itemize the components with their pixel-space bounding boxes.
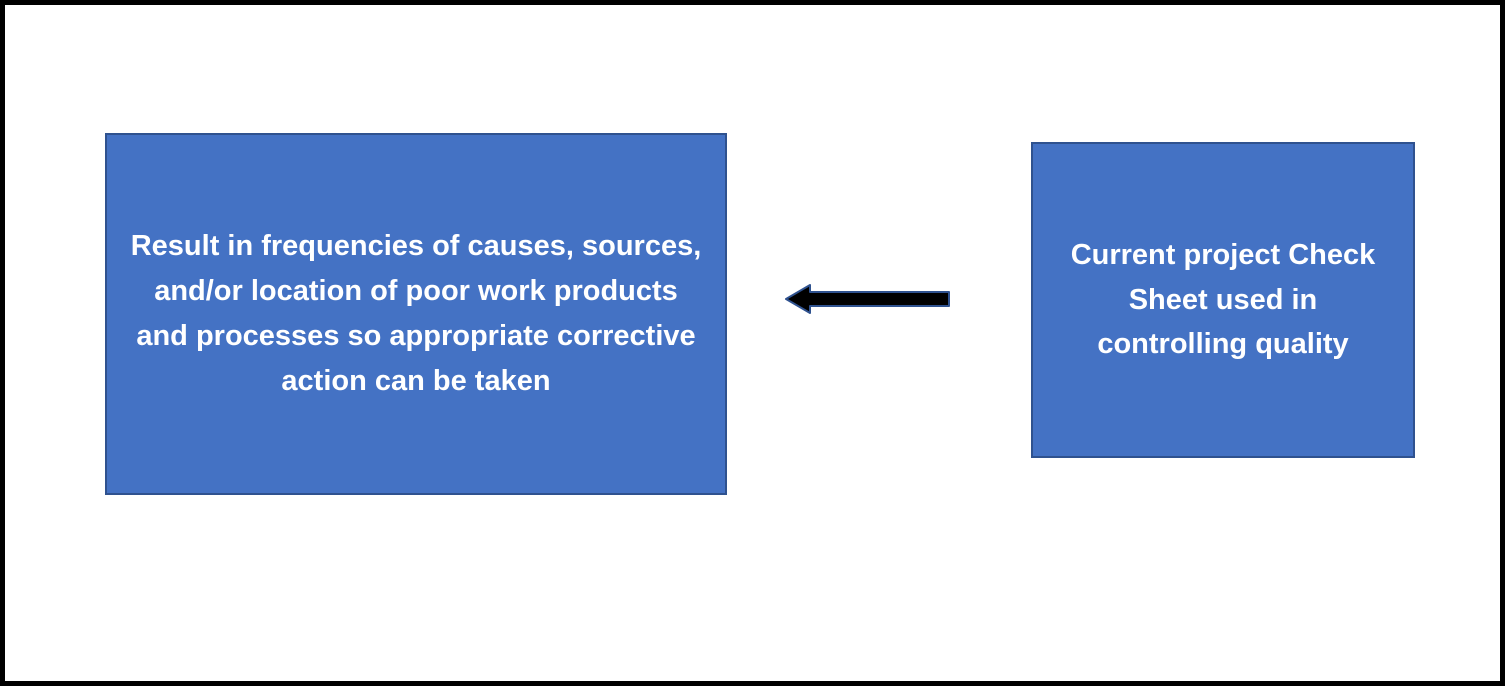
result-description-text: Result in frequencies of causes, sources…: [130, 230, 702, 397]
left-arrow-icon: [783, 281, 953, 317]
check-sheet-text: Current project Check Sheet used in cont…: [1070, 238, 1376, 361]
left-block-arrow-shape: [785, 284, 950, 314]
check-sheet-box: Current project Check Sheet used in cont…: [1031, 142, 1415, 458]
result-description-box: Result in frequencies of causes, sources…: [105, 133, 727, 495]
